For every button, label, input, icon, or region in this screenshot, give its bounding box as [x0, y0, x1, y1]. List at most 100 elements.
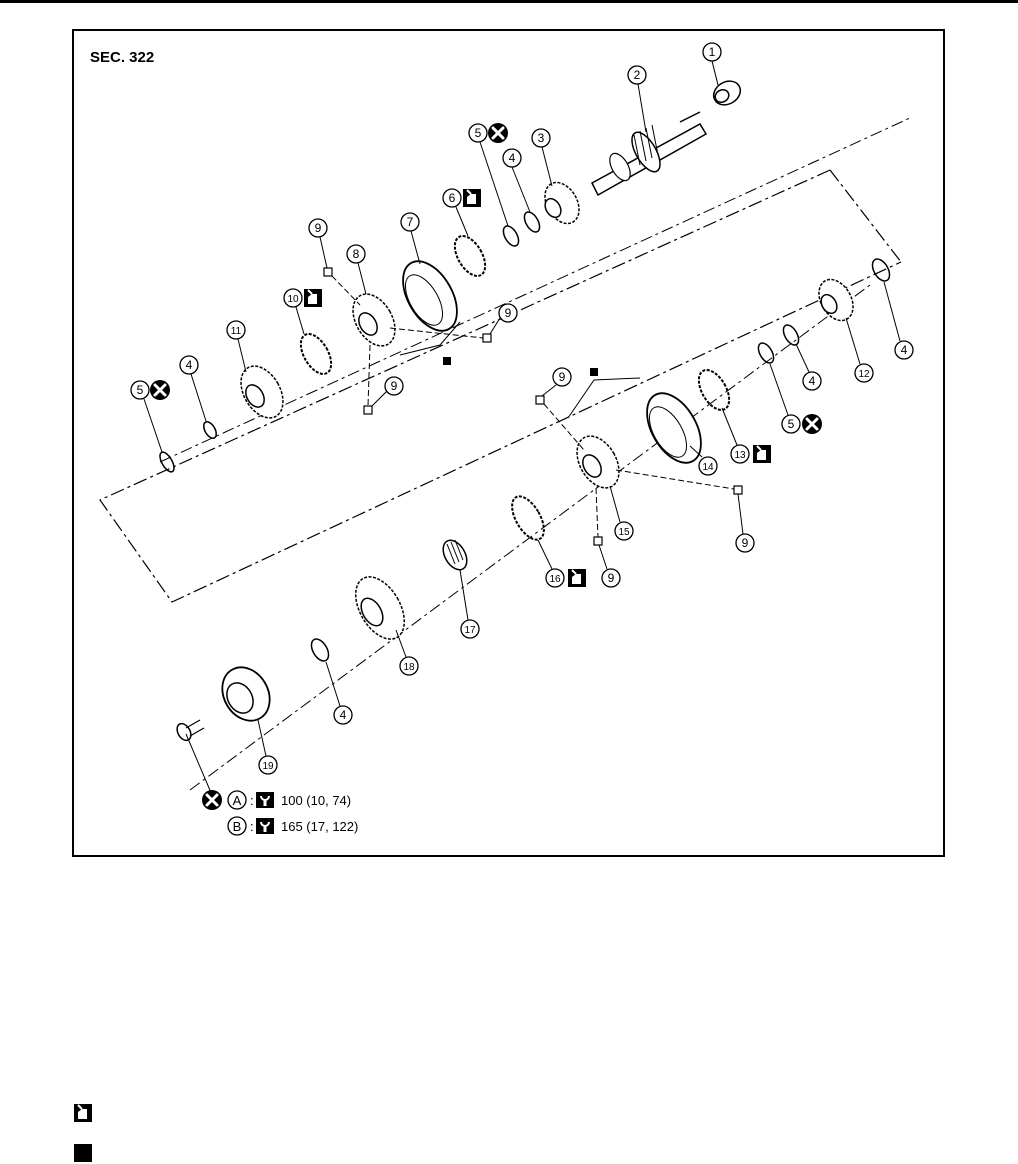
callout-8: 8 [353, 247, 360, 261]
part-bearing-1 [712, 80, 742, 106]
part-ring-4 [871, 258, 891, 282]
part-gear-3 [544, 181, 580, 225]
callout-5: 5 [788, 417, 795, 431]
set-bracket [567, 377, 641, 419]
torque-separator: : [250, 793, 254, 808]
part-gear-12 [818, 278, 854, 322]
no-reuse-icon [486, 121, 510, 145]
part-insert-9 [733, 485, 743, 495]
torque-separator: : [250, 819, 254, 834]
part-bolt [176, 719, 205, 742]
part-gear-18 [354, 576, 406, 640]
part-insert-9 [363, 405, 373, 415]
torque-wrench-icon [255, 791, 275, 809]
part-ring-4 [523, 211, 541, 233]
assembly-boundary-line [99, 169, 902, 603]
callout-16: 16 [549, 574, 561, 585]
part-insert-9 [482, 333, 492, 343]
callout-6: 6 [449, 191, 456, 205]
callout-9: 9 [608, 571, 615, 585]
torque-spec: A : 100 (10, 74) B : 165 (17, 122) [227, 790, 358, 836]
page-top-rule [0, 0, 1018, 3]
filled-square-legend-icon [74, 1144, 92, 1162]
callout-19: 19 [262, 761, 274, 772]
part-snap-ring-5 [757, 342, 775, 364]
gear-oil-icon [752, 444, 772, 464]
part-snap-ring-5 [502, 225, 520, 247]
callout-9: 9 [391, 379, 398, 393]
no-reuse-icon [800, 412, 824, 436]
part-needle-bearing-17 [442, 539, 468, 571]
leader-line [615, 469, 735, 490]
callout-9: 9 [315, 221, 322, 235]
callout-17: 17 [464, 625, 476, 636]
callout-9: 9 [505, 306, 512, 320]
callout-18: 18 [403, 662, 415, 673]
part-ring-4 [310, 638, 330, 662]
gear-oil-icon [567, 568, 587, 588]
part-bearing-19 [221, 666, 271, 722]
lower-axis-line [189, 284, 871, 791]
callout-4: 4 [186, 358, 193, 372]
part-coupling-sleeve-7 [402, 260, 458, 332]
callout-4: 4 [509, 151, 516, 165]
leader-line [331, 275, 361, 306]
no-reuse-icon [148, 378, 172, 402]
callout-4: 4 [901, 343, 908, 357]
callout-7: 7 [407, 215, 414, 229]
part-baulk-ring-10 [299, 333, 333, 375]
no-reuse-icon [200, 788, 224, 812]
leader-line [185, 733, 213, 796]
callout-12: 12 [858, 369, 870, 380]
callout-9: 9 [559, 370, 566, 384]
torque-label-b-badge [227, 816, 247, 836]
callout-2: 2 [634, 68, 641, 82]
part-ring-4 [203, 421, 217, 439]
callout-10: 10 [287, 294, 299, 305]
part-synchro-hub-15 [576, 435, 620, 489]
gear-oil-legend-icon [73, 1103, 93, 1123]
torque-label-a: A [233, 793, 242, 808]
gear-oil-icon [303, 288, 323, 308]
leader-line [595, 487, 599, 538]
set-bracket [399, 321, 461, 356]
leader-line [367, 344, 371, 407]
part-insert-9 [593, 536, 603, 546]
set-part-marker-icon [590, 368, 598, 376]
callout-5: 5 [475, 126, 482, 140]
part-gear-11 [240, 365, 284, 419]
callout-13: 13 [734, 450, 746, 461]
callout-3: 3 [538, 131, 545, 145]
torque-wrench-icon [255, 817, 275, 835]
callout-11: 11 [231, 326, 242, 337]
torque-label-b: B [233, 819, 242, 834]
torque-value-b: 165 (17, 122) [281, 819, 358, 834]
part-coupling-sleeve-14 [646, 392, 702, 464]
part-insert-9 [323, 267, 333, 277]
callout-5: 5 [137, 383, 144, 397]
gear-oil-icon [462, 188, 482, 208]
torque-label-a-badge [227, 790, 247, 810]
callout-4: 4 [809, 374, 816, 388]
callout-4: 4 [340, 708, 347, 722]
leader-line [389, 327, 484, 339]
torque-value-a: 100 (10, 74) [281, 793, 351, 808]
part-synchro-hub-8 [352, 293, 396, 347]
callout-15: 15 [618, 527, 630, 538]
callout-14: 14 [702, 462, 714, 473]
part-baulk-ring-6 [453, 235, 487, 277]
set-part-marker-icon [443, 357, 451, 365]
assembly-boundary-line [829, 169, 902, 263]
section-label: SEC. 322 [90, 49, 154, 66]
diagram-frame [72, 29, 945, 857]
part-baulk-ring-16 [511, 495, 545, 541]
part-baulk-ring-13 [697, 369, 731, 411]
part-mainshaft [591, 111, 708, 197]
callout-layer: 1 2 3 4 5 6 7 8 9 9 [130, 42, 914, 775]
part-ring-4 [782, 324, 800, 346]
callout-9: 9 [742, 536, 749, 550]
part-insert-9 [535, 395, 545, 405]
part-snap-ring-5 [159, 451, 175, 473]
